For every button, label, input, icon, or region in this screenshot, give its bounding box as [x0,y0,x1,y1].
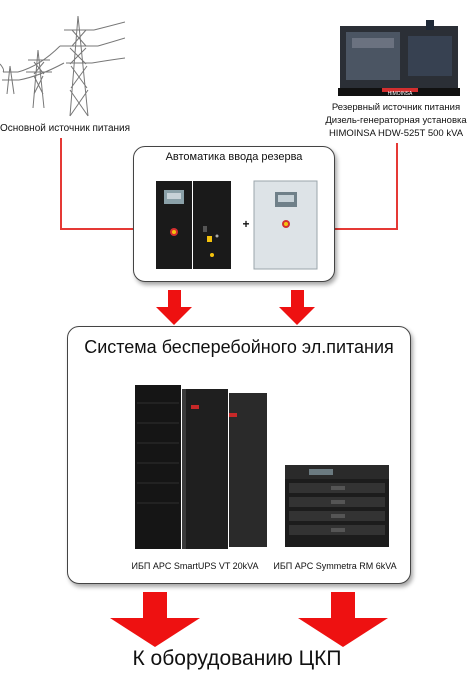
reserve-source-line1: Резервный источник питания [331,102,461,113]
transmission-towers-image [0,15,125,117]
reserve-source-line2: Дизель-генераторная установка [325,115,467,126]
arrow-ups-dest-left [110,592,200,647]
reserve-feed-line [333,143,398,230]
reserve-source-label: Резервный источник питания Дизель-генера… [318,101,474,140]
arrow-ups-dest-right [298,592,388,647]
ats-cabinets-image: + [156,180,318,270]
reserve-source-line3: HIMOINSA HDW-525T 500 kVA [328,128,464,139]
destination-label: К оборудованию ЦКП [132,647,342,670]
ups1-caption: ИБП APC SmartUPS VT 20kVA [131,561,259,571]
ats-title: Автоматика ввода резерва [165,151,303,163]
main-feed-line [60,138,133,230]
ups-units-image [135,385,389,549]
ups-system-title: Система бесперебойного эл.питания [84,337,394,357]
arrow-ats-ups-right [279,290,315,325]
arrow-ats-ups-left [156,290,192,325]
ats-plus-sign: + [242,217,249,231]
ups2-caption: ИБП APC Symmetra RM 6kVA [273,561,397,571]
main-source-label: Основной источник питания [0,123,131,134]
generator-brand-text: HIMOINSA [388,91,413,97]
diesel-generator-image: HIMOINSA [338,20,460,97]
